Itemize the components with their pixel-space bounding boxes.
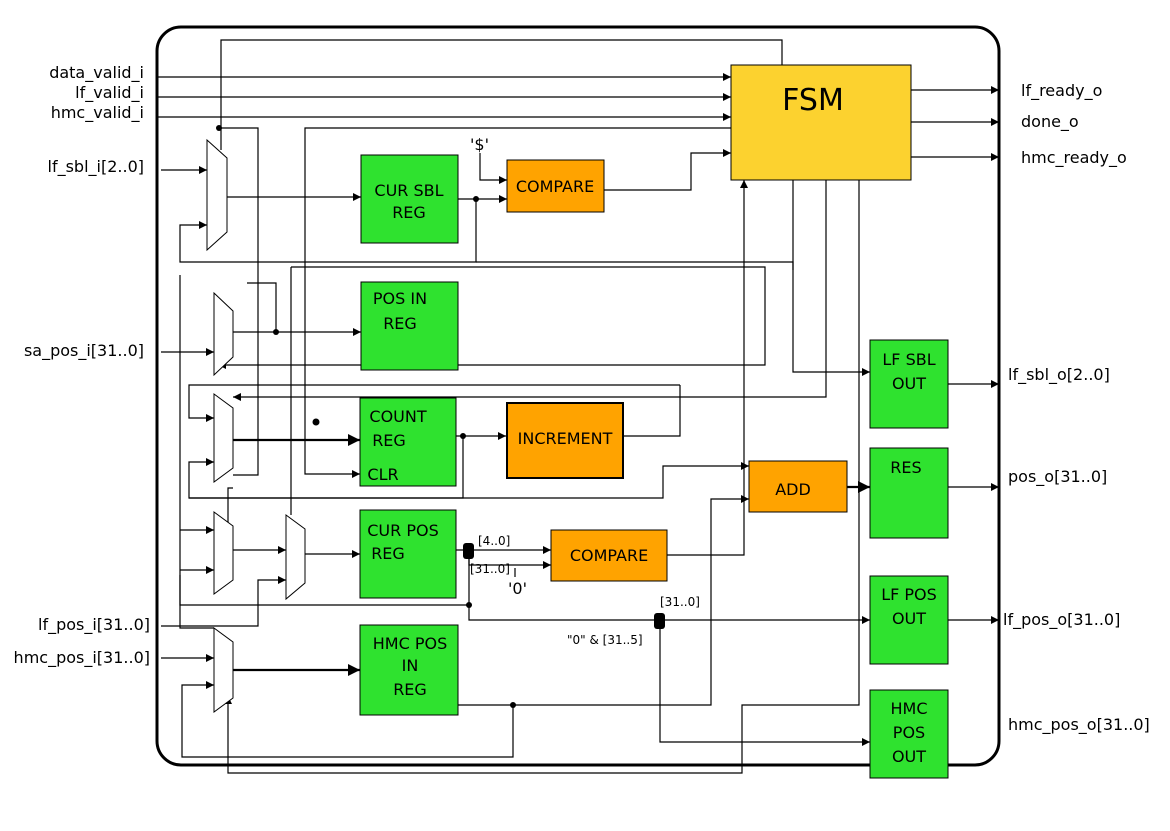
compare-pos-label: COMPARE (570, 546, 648, 565)
count-reg-label-1: COUNT (369, 407, 426, 426)
cur-sbl-reg-label-2: REG (392, 203, 426, 222)
input-hmc-valid: hmc_valid_i (51, 103, 144, 123)
lf-sbl-out-block (869, 339, 949, 429)
hmc-pos-out-block (869, 689, 949, 779)
cur-sbl-reg-label-1: CUR SBL (374, 181, 443, 200)
count-reg-label-2: REG (372, 431, 406, 450)
res-block (869, 447, 949, 539)
increment-label: INCREMENT (518, 429, 613, 448)
pos-in-reg-label-1: POS IN (373, 289, 427, 308)
bus-split-marker (463, 543, 474, 559)
mux-pos-in (213, 291, 234, 377)
compare-sbl-block (506, 159, 605, 213)
output-done: done_o (1021, 112, 1079, 132)
mux-count (213, 393, 234, 483)
compare-pos-block (550, 529, 668, 582)
compare-sbl-label: COMPARE (516, 177, 594, 196)
zero-constant: '0' (508, 579, 527, 598)
output-lf-pos: lf_pos_o[31..0] (1003, 610, 1120, 630)
res-label: RES (890, 458, 921, 477)
wires (157, 39, 999, 774)
output-hmc-pos: hmc_pos_o[31..0] (1008, 715, 1150, 735)
hmc-pos-in-reg-label-1: HMC POS (373, 634, 448, 653)
pos-in-reg-block (360, 281, 459, 371)
input-sa-pos: sa_pos_i[31..0] (24, 341, 144, 361)
hmc-pos-in-reg-label-2: IN (402, 656, 419, 675)
hmc-pos-in-reg-label-3: REG (393, 680, 427, 699)
pos-in-reg-label-2: REG (383, 314, 417, 333)
fsm-label: FSM (782, 83, 844, 118)
shift-expression-label: "0" & [31..5] (567, 633, 643, 647)
hmc-pos-out-label-1: HMC (890, 699, 927, 718)
cur-pos-reg-label-2: REG (371, 544, 405, 563)
hmc-pos-out-label-2: POS (893, 723, 925, 742)
output-pos: pos_o[31..0] (1008, 467, 1107, 487)
bus-split-marker (654, 613, 665, 629)
add-label: ADD (775, 480, 811, 499)
lf-sbl-out-label-1: LF SBL (882, 350, 935, 369)
bits-31-0-label-b: [31..0] (660, 595, 700, 609)
hmc-pos-out-label-3: OUT (892, 747, 926, 766)
count-reg-block (359, 397, 457, 487)
output-lf-ready: lf_ready_o (1021, 81, 1102, 101)
add-block (748, 460, 848, 513)
count-reg-clr-label: CLR (367, 465, 398, 484)
input-data-valid: data_valid_i (49, 63, 144, 83)
lf-sbl-out-label-2: OUT (892, 374, 926, 393)
input-lf-sbl: lf_sbl_i[2..0] (48, 157, 144, 177)
mux-hmc-pos (213, 627, 234, 713)
output-lf-sbl: lf_sbl_o[2..0] (1008, 365, 1110, 385)
mux-sbl (206, 138, 228, 252)
lf-pos-out-label-2: OUT (892, 609, 926, 628)
input-lf-pos: lf_pos_i[31..0] (38, 615, 150, 635)
mux-cur-pos-a (213, 511, 234, 595)
fsm-block (730, 64, 912, 181)
cur-pos-reg-block (359, 509, 457, 599)
hmc-pos-in-reg-block (359, 624, 459, 716)
cur-sbl-reg-block (360, 154, 459, 244)
input-hmc-pos: hmc_pos_i[31..0] (14, 648, 150, 668)
bits-31-0-label-a: [31..0] (470, 562, 510, 576)
bits-4-0-label: [4..0] (478, 534, 510, 548)
lf-pos-out-block (869, 575, 949, 665)
input-lf-valid: lf_valid_i (75, 83, 144, 103)
mux-cur-pos-b (285, 514, 306, 601)
cur-pos-reg-label-1: CUR POS (367, 521, 438, 540)
dollar-constant: '$' (470, 135, 489, 154)
increment-block (506, 402, 624, 479)
output-hmc-ready: hmc_ready_o (1021, 148, 1127, 168)
module-boundary (155, 25, 1001, 767)
lf-pos-out-label-1: LF POS (881, 585, 937, 604)
